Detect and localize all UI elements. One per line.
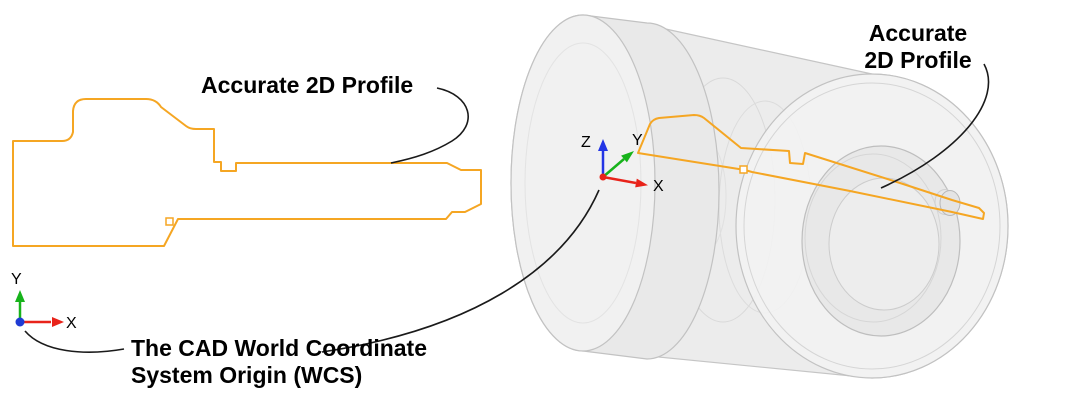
leader-right-profile — [880, 63, 990, 189]
wcs-3d-y-label: Y — [632, 132, 643, 149]
wcs-3d-x-label: X — [653, 178, 664, 195]
3d-profile-vertex-marker — [739, 165, 748, 174]
wcs-2d-y-label: Y — [11, 271, 22, 288]
wcs-3d-x-axis — [602, 175, 637, 185]
leader-wcs-3d-triad — [321, 189, 600, 353]
2d-profile-outline — [12, 98, 482, 247]
wcs-3d-triad: Z Y X — [581, 132, 664, 195]
wcs-3d-z-label: Z — [581, 134, 591, 151]
wcs-label: The CAD World Coordinate System Origin (… — [131, 335, 427, 389]
leader-left-profile — [390, 87, 469, 164]
end-face-inner-edge — [743, 82, 1001, 370]
left-profile-label: Accurate 2D Profile — [201, 72, 414, 98]
wcs-2d-y-arrowhead-icon — [15, 290, 25, 302]
wcs-2d-triad: Y X — [11, 271, 77, 332]
wcs-3d-origin-dot — [599, 173, 607, 181]
wcs-label-line2: System Origin (WCS) — [131, 362, 363, 388]
wcs-2d-x-label: X — [66, 315, 77, 332]
3d-profile-outline — [637, 114, 985, 220]
wcs-3d-y-arrowhead-icon — [621, 151, 634, 163]
wcs-3d-x-arrowhead-icon — [635, 178, 648, 188]
bore-depth-edge — [804, 153, 942, 323]
leader-wcs-origin — [24, 330, 125, 353]
right-profile-label: Accurate 2D Profile — [852, 20, 984, 74]
right-profile-label-line1: Accurate — [868, 20, 968, 46]
wcs-3d-y-axis — [602, 158, 625, 178]
flange-face — [510, 14, 656, 352]
2d-profile-vertex-marker — [165, 217, 174, 226]
wcs-label-line1: The CAD World Coordinate — [131, 335, 428, 361]
wcs-3d-z-arrowhead-icon — [598, 139, 608, 151]
wcs-2d-origin-dot — [15, 317, 25, 327]
wcs-2d-x-arrowhead-icon — [52, 317, 64, 327]
right-profile-label-line2: 2D Profile — [864, 47, 972, 73]
3d-model — [510, 14, 1009, 379]
